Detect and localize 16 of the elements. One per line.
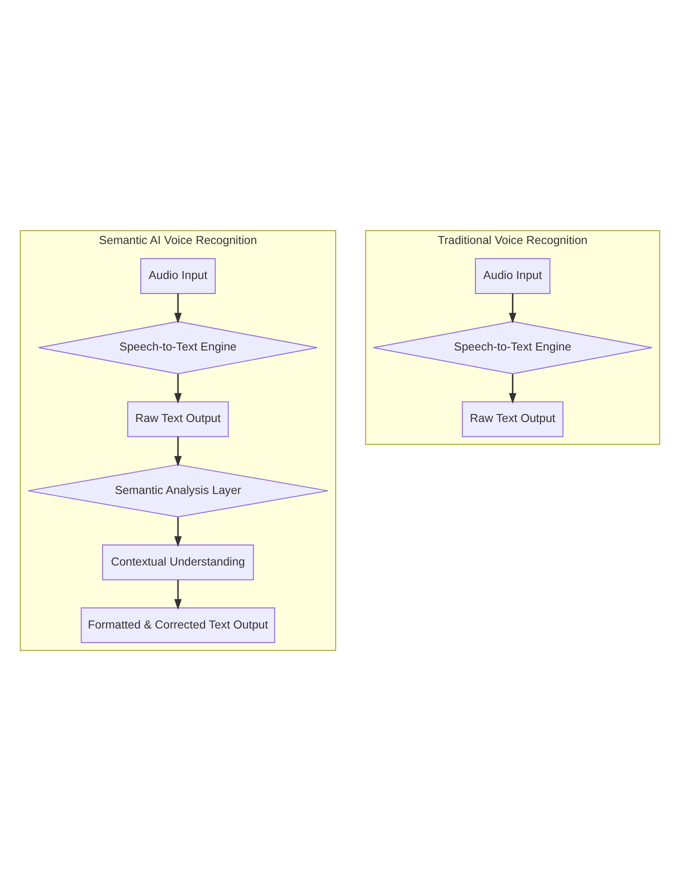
node-box: Audio Input xyxy=(140,258,216,294)
node-diamond: Speech-to-Text Engine xyxy=(38,321,318,374)
node-box: Contextual Understanding xyxy=(102,544,254,580)
arrow xyxy=(508,374,516,404)
node-box: Audio Input xyxy=(474,258,550,294)
arrow xyxy=(174,294,182,324)
arrow xyxy=(174,374,182,404)
arrow xyxy=(174,436,182,467)
arrow xyxy=(174,517,182,547)
arrow xyxy=(508,294,516,324)
node-box: Formatted & Corrected Text Output xyxy=(80,607,276,644)
node-box: Raw Text Output xyxy=(462,401,564,438)
node-diamond: Semantic Analysis Layer xyxy=(28,464,328,518)
arrow xyxy=(174,580,182,610)
node-box: Raw Text Output xyxy=(127,401,229,438)
node-diamond: Speech-to-Text Engine xyxy=(372,321,652,374)
